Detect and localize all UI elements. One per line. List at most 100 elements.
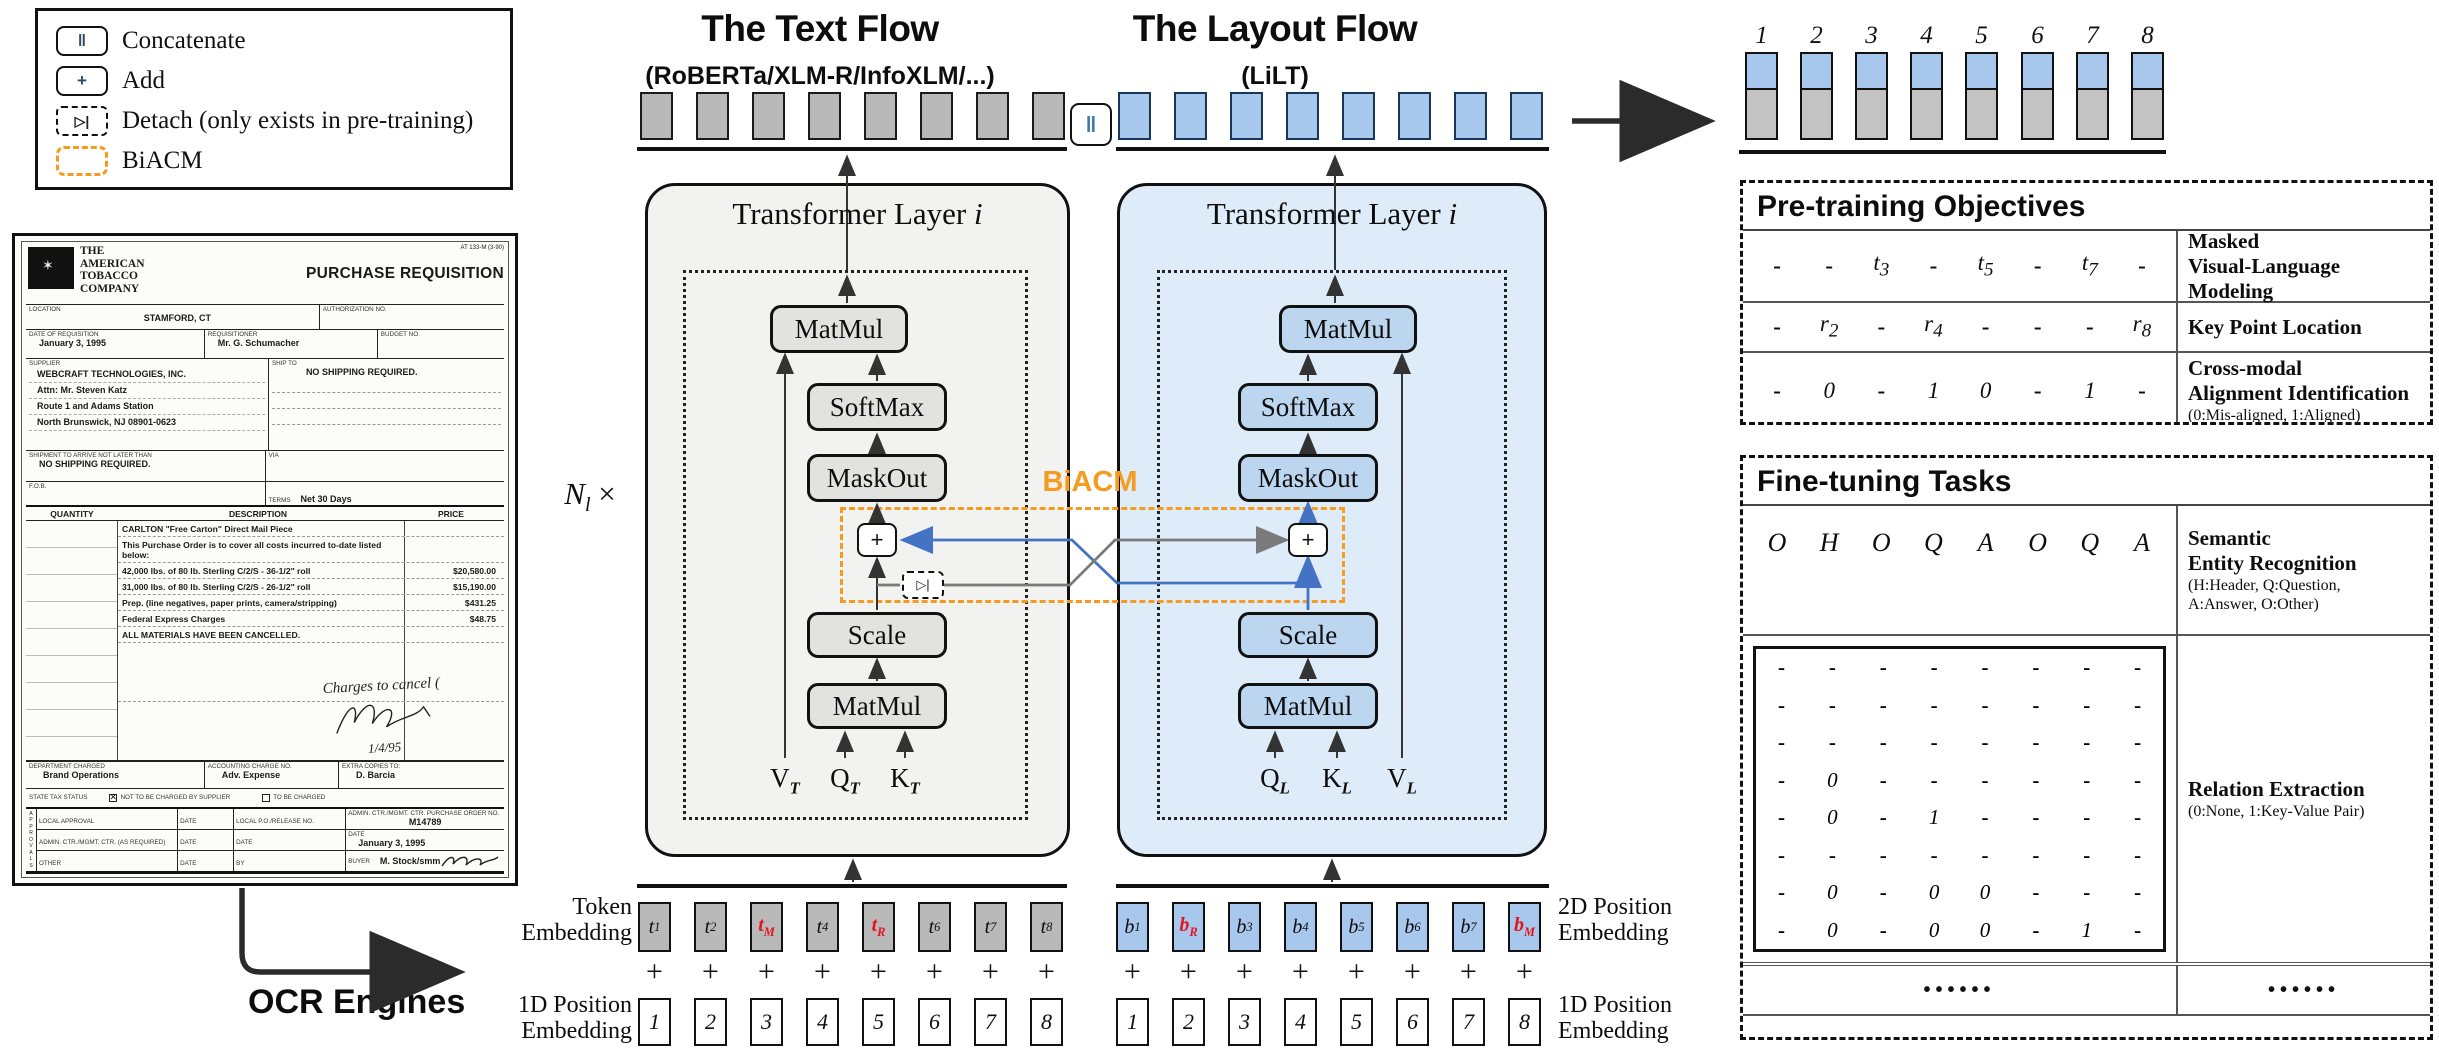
layout-embedding-token: bR <box>1172 902 1205 952</box>
layout-scale: Scale <box>1238 612 1378 658</box>
line-items-body: CARLTON "Free Carton" Direct Mail Piece … <box>26 521 504 761</box>
text-token <box>864 92 897 140</box>
layout-matmul-bottom: MatMul <box>1238 683 1378 729</box>
output-layout-segment <box>1745 52 1778 90</box>
buyer-signature <box>441 856 499 867</box>
company-logo <box>28 247 74 289</box>
text-1d-position-box: 7 <box>974 998 1007 1046</box>
concatenate-icon: ‖ <box>56 26 108 56</box>
text-1d-position-box: 6 <box>918 998 951 1046</box>
document-title: PURCHASE REQUISITION <box>305 265 504 282</box>
text-1d-position-box: 2 <box>694 998 727 1046</box>
text-1d-position-box: 8 <box>1030 998 1063 1046</box>
text-flow-subtitle: (RoBERTa/XLM-R/InfoXLM/...) <box>645 62 995 90</box>
text-token <box>1032 92 1065 140</box>
plus-sign: + <box>982 955 999 988</box>
line-item: ALL MATERIALS HAVE BEEN CANCELLED. <box>118 627 504 644</box>
line-item: 42,000 lbs. of 80 lb. Sterling C/2/S - 3… <box>118 563 504 580</box>
layout-flow-title: The Layout Flow <box>1132 8 1418 49</box>
text-flow-title: The Text Flow <box>701 8 939 49</box>
plus-sign: + <box>870 955 887 988</box>
layout-token <box>1510 92 1543 140</box>
pretraining-objectives-panel: Pre-training Objectives --t3-t5-t7- Mask… <box>1740 180 2433 425</box>
ocr-engines-label: OCR Engines <box>248 983 466 1021</box>
plus-sign: + <box>1292 955 1309 988</box>
plus-sign: + <box>1516 955 1533 988</box>
output-layout-segment <box>2076 52 2109 90</box>
text-1d-position-box: 5 <box>862 998 895 1046</box>
layout-token <box>1118 92 1151 140</box>
biacm-region <box>840 507 1345 603</box>
layout-softmax: SoftMax <box>1238 383 1378 431</box>
legend: ‖ Concatenate + Add ▷| Detach (only exis… <box>35 8 513 190</box>
pretraining-title: Pre-training Objectives <box>1743 183 2430 231</box>
output-layout-segment <box>1800 52 1833 90</box>
legend-item: ‖ Concatenate <box>56 21 510 61</box>
output-text-segment <box>2131 88 2164 140</box>
layout-token <box>1342 92 1375 140</box>
layout-1d-position-box: 5 <box>1340 998 1373 1046</box>
layout-token <box>1230 92 1263 140</box>
location-value: STAMFORD, CT <box>143 313 212 324</box>
layout-1d-position-box: 3 <box>1228 998 1261 1046</box>
layout-token <box>1454 92 1487 140</box>
text-1d-position-box: 3 <box>750 998 783 1046</box>
text-embedding-token: tM <box>750 902 783 952</box>
text-input-vt: VT <box>770 763 800 798</box>
text-token <box>976 92 1009 140</box>
text-input-qt: QT <box>830 763 860 798</box>
output-text-segment <box>1800 88 1833 140</box>
plus-sign: + <box>1124 955 1141 988</box>
layout-matmul-top: MatMul <box>1279 305 1417 353</box>
layout-token <box>1174 92 1207 140</box>
output-index: 5 <box>1975 22 1988 49</box>
text-maskout: MaskOut <box>807 454 947 502</box>
output-layout-segment <box>2131 52 2164 90</box>
finetuning-title: Fine-tuning Tasks <box>1743 458 2430 506</box>
concatenate-box: ‖ <box>1070 103 1112 146</box>
layout-embedding-token: bM <box>1508 902 1541 952</box>
text-matmul-top: MatMul <box>770 305 908 353</box>
line-item: Federal Express Charges$48.75 <box>118 611 504 628</box>
plus-sign: + <box>926 955 943 988</box>
output-index: 4 <box>1920 22 1933 49</box>
plus-sign: + <box>814 955 831 988</box>
text-transformer-layer <box>645 183 1070 857</box>
supplier-address: WEBCRAFT TECHNOLOGIES, INC.Attn: Mr. Ste… <box>29 367 265 432</box>
layout-1d-position-box: 4 <box>1284 998 1317 1046</box>
output-index: 3 <box>1865 22 1878 49</box>
layout-1d-position-box: 7 <box>1452 998 1485 1046</box>
output-index: 2 <box>1810 22 1823 49</box>
output-layout-segment <box>1965 52 1998 90</box>
layout-layer-title: Transformer Layer i <box>1206 196 1458 231</box>
output-index: 7 <box>2086 22 2099 49</box>
layout-input-kl: KL <box>1322 763 1352 798</box>
text-token <box>640 92 673 140</box>
layout-token <box>1286 92 1319 140</box>
output-layout-segment <box>1855 52 1888 90</box>
layout-flow-subtitle: (LiLT) <box>1241 62 1309 90</box>
pretraining-row: -r2-r4---r8 Key Point Location <box>1743 301 2430 351</box>
output-layout-segment <box>1910 52 1943 90</box>
text-layer-title: Transformer Layer i <box>732 196 983 231</box>
output-text-segment <box>1855 88 1888 140</box>
text-1d-position-box: 4 <box>806 998 839 1046</box>
text-token <box>752 92 785 140</box>
output-text-segment <box>2021 88 2054 140</box>
layout-1d-position-box: 6 <box>1396 998 1429 1046</box>
plus-sign: + <box>702 955 719 988</box>
legend-item: BiACM <box>56 141 510 181</box>
